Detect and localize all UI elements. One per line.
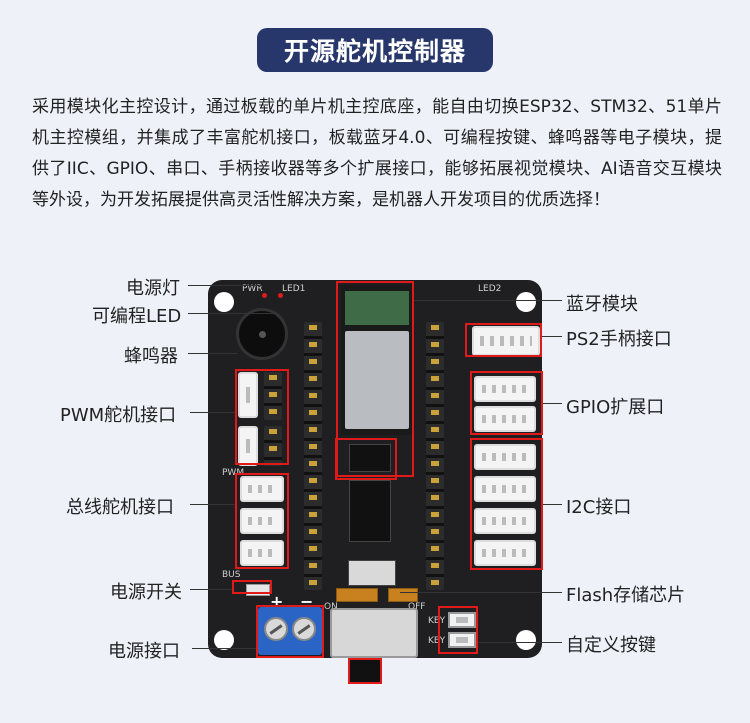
i2c-connector-1: [474, 444, 536, 470]
highlight-chip: [335, 438, 397, 480]
highlight-ps2: [465, 323, 542, 357]
screw-icon: [264, 617, 288, 641]
pwm-pin-header: [264, 372, 282, 420]
highlight-power-switch: [232, 580, 272, 594]
label-gpio: GPIO扩展口: [566, 397, 665, 418]
slide-switch-off[interactable]: [388, 588, 418, 602]
mount-hole: [516, 630, 536, 650]
bluetooth-antenna: [345, 291, 409, 325]
label-pwm-servo: PWM舵机接口: [60, 405, 177, 426]
flash-chip: [348, 560, 396, 586]
leader-line: [478, 642, 562, 643]
i2c-connector-3: [474, 508, 536, 534]
label-custom-key: 自定义按键: [566, 635, 656, 656]
mount-hole: [214, 630, 234, 650]
leader-line: [190, 589, 232, 590]
driver-chip: [349, 480, 391, 542]
bus-servo-connector-2: [240, 508, 284, 534]
controller-board: PWR LED1 LED2 PWM BUS ON OFF + −: [208, 280, 542, 658]
label-programmable-led: 可编程LED: [92, 306, 182, 327]
custom-key-1[interactable]: [448, 612, 476, 628]
buzzer: [236, 308, 288, 360]
label-power-port: 电源接口: [108, 641, 180, 662]
product-description: 采用模块化主控设计，通过板载的单片机主控底座，能自由切换ESP32、STM32、…: [32, 97, 722, 210]
silk-pwm: PWM: [222, 468, 245, 478]
gpio-connector-1: [474, 376, 536, 402]
silk-off: OFF: [408, 602, 426, 612]
bluetooth-shield: [345, 331, 409, 429]
pin-header-left: [304, 322, 322, 590]
label-bus-servo: 总线舵机接口: [66, 497, 174, 518]
label-buzzer: 蜂鸣器: [124, 346, 178, 367]
leader-line: [188, 353, 238, 354]
label-flash: Flash存储芯片: [566, 585, 686, 606]
custom-key-2[interactable]: [448, 632, 476, 648]
page-title: 开源舵机控制器: [257, 28, 493, 72]
highlight-bus-servo: [235, 473, 289, 569]
leader-line: [192, 648, 256, 649]
silk-pwr: PWR: [242, 284, 263, 294]
slide-switch-on[interactable]: [336, 588, 378, 602]
ps2-connector: [472, 326, 540, 356]
silk-led2: LED2: [478, 284, 502, 294]
silk-key2: KEY: [428, 636, 446, 646]
pwm-connector: [238, 372, 258, 418]
pin-header-right: [426, 322, 444, 590]
leader-line: [414, 300, 562, 301]
leader-line: [543, 403, 562, 404]
power-terminal: [258, 607, 322, 655]
label-power-switch: 电源开关: [110, 582, 182, 603]
silk-on: ON: [324, 602, 338, 612]
label-power-led: 电源灯: [126, 278, 180, 299]
leader-line: [190, 412, 235, 413]
i2c-connector-4: [474, 540, 536, 566]
label-i2c: I2C接口: [566, 497, 632, 518]
leader-line: [543, 504, 562, 505]
leader-line: [400, 592, 562, 593]
usb-port: [330, 608, 418, 658]
highlight-custom-key: [438, 606, 478, 654]
mount-hole: [516, 292, 536, 312]
bus-servo-connector-1: [240, 476, 284, 502]
highlight-power-led: [262, 293, 267, 298]
leader-line: [188, 313, 278, 314]
gpio-connector-2: [474, 406, 536, 432]
highlight-i2c: [470, 438, 543, 570]
silk-bus: BUS: [222, 570, 241, 580]
highlight-prog-led: [278, 293, 283, 298]
highlight-pwm: [235, 369, 289, 465]
leader-line: [542, 336, 562, 337]
leader-line: [188, 285, 262, 286]
highlight-gpio: [470, 371, 543, 435]
leader-line: [190, 504, 235, 505]
highlight-bluetooth: [336, 281, 414, 477]
pwm-connector: [238, 426, 258, 466]
bluetooth-module: [341, 285, 413, 435]
i2c-connector-2: [474, 476, 536, 502]
highlight-cable: [348, 658, 382, 684]
label-bluetooth: 蓝牙模块: [566, 294, 638, 315]
silk-key1: KEY: [428, 616, 446, 626]
pwm-pin-header: [264, 426, 282, 466]
screw-icon: [292, 617, 316, 641]
silk-led1: LED1: [282, 284, 306, 294]
label-ps2: PS2手柄接口: [566, 329, 672, 350]
mcu-chip: [349, 444, 391, 472]
highlight-power-port: [256, 605, 324, 658]
bus-servo-connector-3: [240, 540, 284, 566]
mount-hole: [214, 292, 234, 312]
